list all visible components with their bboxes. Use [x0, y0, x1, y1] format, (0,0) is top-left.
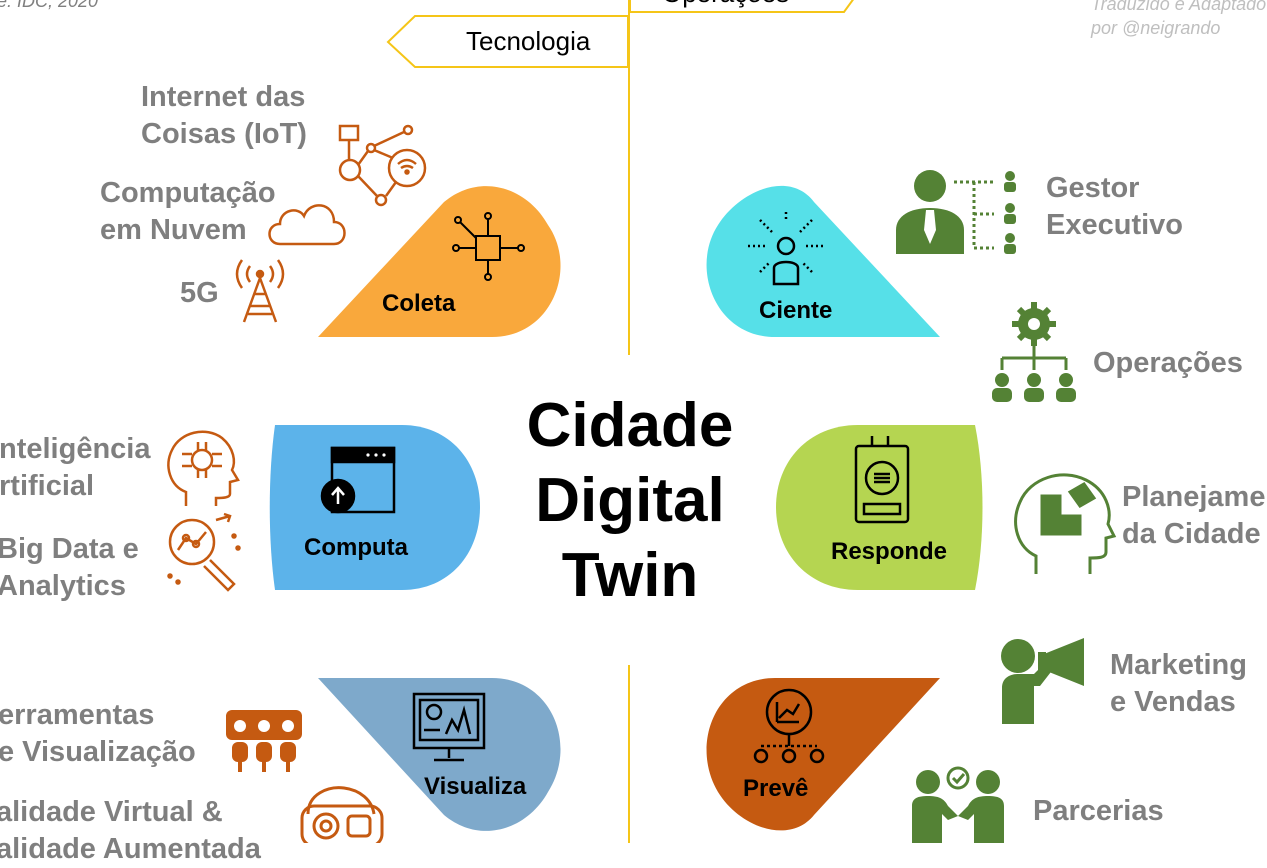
- tab-operacoes-label: Operações: [662, 0, 789, 9]
- tech-cloud-line2: em Nuvem: [100, 214, 247, 246]
- ops-mkt-line1: Marketing: [1110, 649, 1247, 681]
- ops-exec-line2: Executivo: [1046, 209, 1183, 241]
- tech-iot-line1: Internet das: [141, 81, 306, 113]
- tech-ai-line2: rtificial: [0, 470, 95, 502]
- handshake-icon: [912, 766, 1004, 843]
- credit-note: Traduzido e Adaptado por @neigrando: [1091, 0, 1266, 40]
- ops-mkt-line2: e Vendas: [1110, 686, 1236, 718]
- ops-label-executive: Gestor Executivo: [1046, 170, 1183, 244]
- diagram-canvas: [167, 0, 1117, 843]
- petal-label-coleta: Coleta: [382, 290, 456, 317]
- tech-label-visualization: erramentas e Visualização: [0, 697, 196, 771]
- petal-label-computa: Computa: [304, 534, 408, 561]
- tech-label-bigdata: Big Data e Analytics: [0, 531, 139, 605]
- credit-line2: por @neigrando: [1091, 18, 1221, 38]
- credit-line1: Traduzido e Adaptado: [1091, 0, 1267, 14]
- ops-label-operations: Operações: [1093, 347, 1243, 379]
- tech-vr-line1: alidade Virtual &: [0, 796, 223, 828]
- tech-cloud-line1: Computação: [100, 177, 276, 209]
- petal-label-preve: Prevê: [743, 775, 809, 802]
- visualization-people-icon: [226, 710, 302, 772]
- chip-network-icon: [452, 212, 525, 281]
- petal-coleta: [318, 186, 561, 337]
- tech-vis-line2: e Visualização: [0, 736, 196, 768]
- forecast-hierarchy-icon: [753, 688, 825, 764]
- megaphone-icon: [1001, 638, 1084, 724]
- tech-iot-line2: Coisas (IoT): [141, 118, 307, 150]
- title-line1: Cidade: [526, 391, 734, 460]
- ops-label-marketing: Marketing e Vendas: [1110, 647, 1247, 721]
- magnifier-analytics-icon: [167, 512, 241, 592]
- tab-operacoes-shape: [629, 0, 854, 13]
- tech-label-cloud: Computação em Nuvem: [100, 175, 276, 249]
- tech-label-iot: Internet das Coisas (IoT): [141, 79, 307, 153]
- radio-device-icon: [854, 436, 910, 524]
- tech-vr-line2: alidade Aumentada: [0, 833, 261, 865]
- ops-plan-line2: da Cidade: [1122, 518, 1261, 550]
- head-puzzle-icon: [1014, 473, 1117, 574]
- tab-tecnologia-shape: [386, 15, 629, 68]
- ai-head-icon: [167, 430, 240, 506]
- org-gear-icon: [992, 302, 1076, 402]
- ops-exec-line1: Gestor: [1046, 172, 1140, 204]
- petal-label-responde: Responde: [831, 538, 948, 565]
- petal-visualiza: [318, 678, 561, 831]
- source-note: te: IDC, 2020: [0, 0, 99, 11]
- tech-ai-line1: nteligência: [0, 433, 151, 465]
- petal-label-visualiza: Visualiza: [424, 773, 527, 800]
- ops-plan-line1: Planejame: [1122, 481, 1266, 513]
- title-line2: Digital: [535, 466, 725, 535]
- terminal-window-icon: [320, 446, 396, 514]
- antenna-tower-icon: [235, 259, 285, 323]
- vr-headset-icon: [300, 786, 384, 843]
- person-radiating-icon: [748, 212, 824, 286]
- title-line3: Twin: [561, 541, 699, 610]
- iot-network-icon: [338, 124, 427, 207]
- tech-vis-line1: erramentas: [0, 699, 155, 731]
- monitor-charts-icon: [412, 692, 486, 762]
- cloud-icon: [268, 204, 346, 246]
- petal-label-ciente: Ciente: [759, 297, 833, 324]
- executive-icon: [896, 170, 1016, 254]
- ops-label-partners: Parcerias: [1033, 795, 1164, 827]
- tech-bigdata-line2: Analytics: [0, 570, 126, 602]
- tech-label-5g: 5G: [180, 277, 219, 309]
- tech-bigdata-line1: Big Data e: [0, 533, 139, 565]
- tech-label-ai: nteligência rtificial: [0, 431, 151, 505]
- tech-label-vr-ar: alidade Virtual & alidade Aumentada: [0, 794, 261, 868]
- diagram-title: Cidade Digital Twin: [505, 388, 755, 613]
- ops-label-planning: Planejame da Cidade: [1122, 479, 1265, 553]
- tab-tecnologia-label: Tecnologia: [466, 26, 591, 56]
